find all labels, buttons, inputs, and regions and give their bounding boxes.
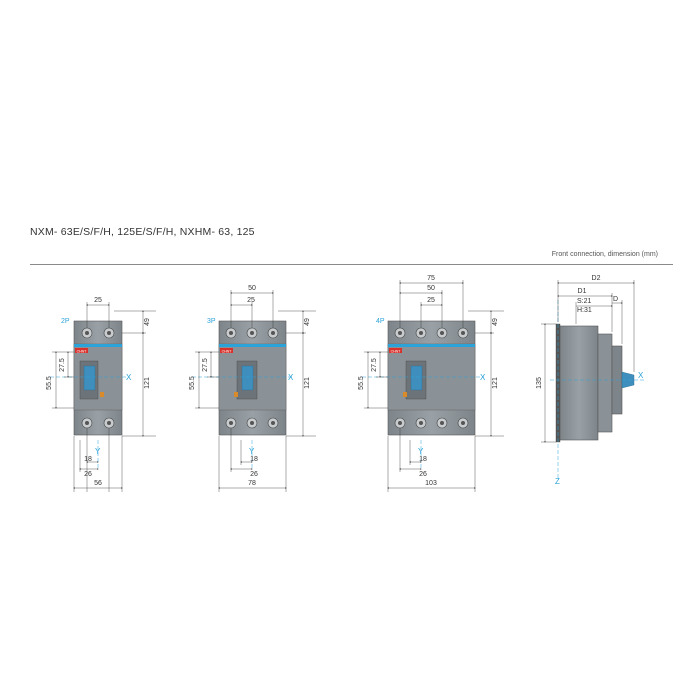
dim-width: 103	[425, 480, 437, 487]
brand-text: CHNT	[222, 349, 233, 353]
dim-height: 121	[492, 377, 499, 389]
view-2p: CHNT X Y 2P 25 49 121 55.5	[46, 297, 156, 492]
dim-top-spacing: 25	[94, 297, 102, 304]
page-title: NXM- 63E/S/F/H, 125E/S/F/H, NXHM- 63, 12…	[30, 226, 255, 238]
y-axis-label: Y	[418, 447, 424, 456]
dim-left-inner: 27.5	[371, 358, 378, 372]
pole-label: 4P	[376, 318, 385, 325]
dim-left-outer: 55.5	[358, 376, 365, 390]
toggle-handle[interactable]	[241, 365, 254, 391]
x-axis-label: X	[638, 371, 644, 380]
dim-left-inner: 27.5	[202, 358, 209, 372]
brand-logo	[389, 348, 402, 353]
y-axis-label: Y	[95, 447, 101, 456]
terminal-screw	[398, 421, 402, 425]
terminal-screw	[440, 331, 444, 335]
x-axis-label: X	[480, 373, 486, 382]
dim-bottom-outer: 26	[84, 471, 92, 478]
test-button[interactable]	[403, 392, 407, 397]
terminal-screw	[229, 331, 233, 335]
terminal-screw	[271, 421, 275, 425]
terminal-screw	[85, 421, 89, 425]
y-axis-label: Y	[249, 447, 255, 456]
test-button[interactable]	[100, 392, 104, 397]
dim-bottom-inner: 18	[250, 456, 258, 463]
blue-stripe	[219, 344, 286, 347]
terminal-screw	[107, 421, 111, 425]
terminal-screw	[461, 421, 465, 425]
dim-width: 56	[94, 480, 102, 487]
dim-top-height: 49	[304, 318, 311, 326]
terminal-screw	[398, 331, 402, 335]
dim-height: 121	[304, 377, 311, 389]
view-side: X Z D2 D1 S:21 H:31 D 135	[536, 275, 645, 486]
dim-top-mid: 50	[427, 285, 435, 292]
brand-text: CHNT	[77, 349, 88, 353]
dim-d: D	[613, 296, 618, 303]
terminal-screw	[440, 421, 444, 425]
page-subtitle: Front connection, dimension (mm)	[551, 251, 658, 258]
dim-height: 121	[144, 377, 151, 389]
terminal-screw	[461, 331, 465, 335]
z-axis-label: Z	[555, 477, 560, 486]
terminal-screw	[107, 331, 111, 335]
dim-top-inner: 25	[427, 297, 435, 304]
dim-s: S:21	[577, 298, 592, 305]
side-body-base	[559, 325, 599, 441]
x-axis-label: X	[288, 373, 294, 382]
toggle-handle[interactable]	[410, 365, 423, 391]
dim-top-outer: 75	[427, 275, 435, 282]
dim-d2: D2	[592, 275, 601, 282]
terminal-screw	[419, 421, 423, 425]
mounting-plate	[555, 323, 561, 443]
x-axis-label: X	[126, 373, 132, 382]
test-button[interactable]	[234, 392, 238, 397]
pole-label: 3P	[207, 318, 216, 325]
dim-top-height: 49	[144, 318, 151, 326]
blue-stripe	[388, 344, 475, 347]
dim-side-height: 135	[536, 377, 543, 389]
side-body-cover	[597, 333, 613, 433]
terminal-screw	[250, 331, 254, 335]
dim-top-outer: 50	[248, 285, 256, 292]
title-divider	[30, 264, 673, 265]
terminal-screw	[271, 331, 275, 335]
dim-top-height: 49	[492, 318, 499, 326]
pole-label: 2P	[61, 318, 70, 325]
dim-d1: D1	[578, 288, 587, 295]
brand-logo	[75, 348, 88, 353]
dim-bottom-inner: 18	[419, 456, 427, 463]
toggle-handle[interactable]	[83, 365, 96, 391]
dim-bottom-outer: 26	[250, 471, 258, 478]
dim-width: 78	[248, 480, 256, 487]
dim-top-inner: 25	[247, 297, 255, 304]
view-3p: CHNT X Y 3P 50 25 49 121	[189, 285, 316, 492]
dim-left-outer: 55.5	[189, 376, 196, 390]
terminal-screw	[229, 421, 233, 425]
dim-left-outer: 55.5	[46, 376, 53, 390]
dim-h: H:31	[577, 307, 592, 314]
blue-stripe	[74, 344, 122, 347]
terminal-screw	[85, 331, 89, 335]
view-4p: CHNT X Y 4P 75 50 25	[358, 275, 504, 492]
terminal-screw	[250, 421, 254, 425]
brand-logo	[220, 348, 233, 353]
terminal-screw	[419, 331, 423, 335]
dim-bottom-outer: 26	[419, 471, 427, 478]
dim-bottom-inner: 18	[84, 456, 92, 463]
brand-text: CHNT	[391, 349, 402, 353]
dim-left-inner: 27.5	[59, 358, 66, 372]
